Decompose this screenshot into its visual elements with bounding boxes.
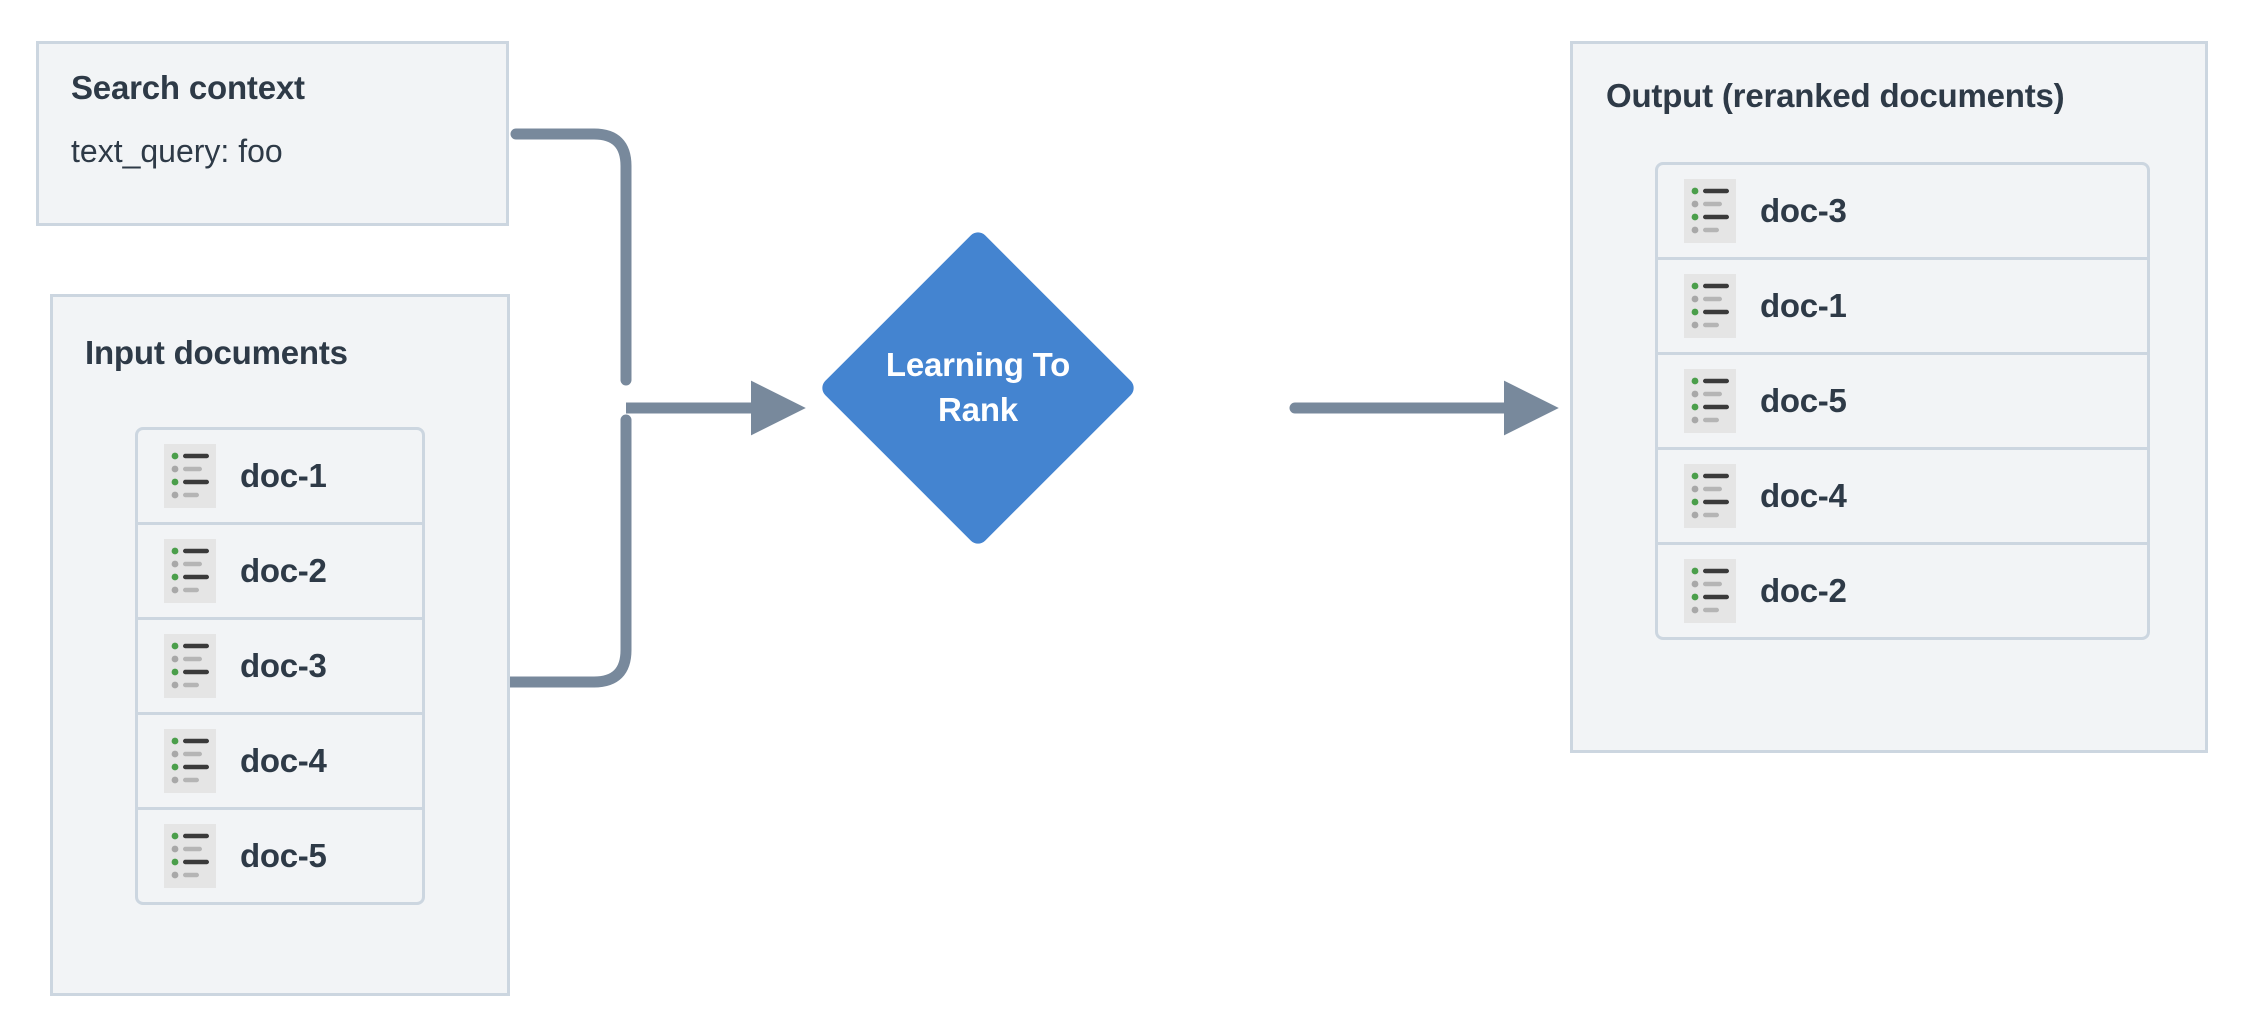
document-row[interactable]: doc-5 (135, 807, 425, 905)
diamond-shape (818, 228, 1138, 548)
connector-input-documents-to-ltr (504, 414, 632, 688)
document-list-icon (1684, 464, 1736, 528)
document-row[interactable]: doc-3 (135, 617, 425, 715)
input-documents-title: Input documents (85, 334, 348, 371)
document-label: doc-3 (240, 647, 327, 684)
document-list-icon (164, 539, 216, 603)
document-row[interactable]: doc-1 (1655, 257, 2150, 355)
document-list-icon (164, 444, 216, 508)
document-label: doc-5 (240, 837, 327, 874)
search-context-title: Search context (71, 69, 305, 106)
search-context-query: text_query: foo (71, 133, 283, 169)
document-label: doc-4 (1760, 477, 1847, 514)
document-label: doc-2 (240, 552, 327, 589)
connector-search-context-to-ltr (510, 128, 632, 386)
document-label: doc-3 (1760, 192, 1847, 229)
document-row[interactable]: doc-4 (1655, 447, 2150, 545)
learning-to-rank-node[interactable]: Learning To Rank (818, 228, 1138, 548)
document-label: doc-1 (240, 457, 327, 494)
document-list-icon (1684, 179, 1736, 243)
document-row[interactable]: doc-3 (1655, 162, 2150, 260)
document-list-icon (1684, 369, 1736, 433)
document-label: doc-4 (240, 742, 327, 779)
search-context-panel: Search context text_query: foo (36, 41, 509, 226)
document-label: doc-5 (1760, 382, 1847, 419)
document-label: doc-1 (1760, 287, 1847, 324)
document-list-icon (164, 824, 216, 888)
document-list-icon (1684, 274, 1736, 338)
output-title: Output (reranked documents) (1606, 77, 2065, 114)
document-row[interactable]: doc-2 (1655, 542, 2150, 640)
document-list-icon (1684, 559, 1736, 623)
document-row[interactable]: doc-5 (1655, 352, 2150, 450)
document-row[interactable]: doc-1 (135, 427, 425, 525)
document-row[interactable]: doc-2 (135, 522, 425, 620)
document-list-icon (164, 729, 216, 793)
output-documents-list: doc-3 doc-1 doc-5 doc-4 doc-2 (1655, 162, 2150, 640)
document-row[interactable]: doc-4 (135, 712, 425, 810)
document-label: doc-2 (1760, 572, 1847, 609)
input-documents-list: doc-1 doc-2 doc-3 doc-4 doc-5 (135, 427, 425, 905)
document-list-icon (164, 634, 216, 698)
